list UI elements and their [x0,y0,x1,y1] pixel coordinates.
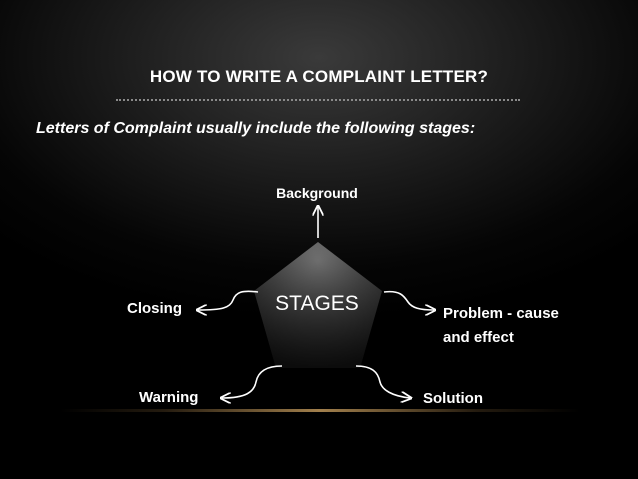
arrow-to-closing [198,290,259,310]
stages-center-label: STAGES [275,292,359,315]
stage-label-warning: Warning [139,389,199,406]
stage-label-solution: Solution [423,390,483,407]
stages-pentagon-shade [254,242,382,368]
stage-label-closing: Closing [127,300,182,317]
slide-title: HOW TO WRITE A COMPLAINT LETTER? [149,67,489,86]
arrow-to-solution [355,365,410,398]
stage-label-problem-line2: and effect [443,329,514,346]
title-underline [116,99,520,101]
arrow-to-problem [383,290,434,310]
slide-subtitle: Letters of Complaint usually include the… [36,120,476,137]
stage-label-problem-line1: Problem - cause [443,305,559,322]
stage-label-problem: Problem - cause and effect [443,302,559,350]
stage-label-background: Background [276,185,358,201]
arrow-to-warning [222,365,283,398]
glow-line [60,409,580,412]
